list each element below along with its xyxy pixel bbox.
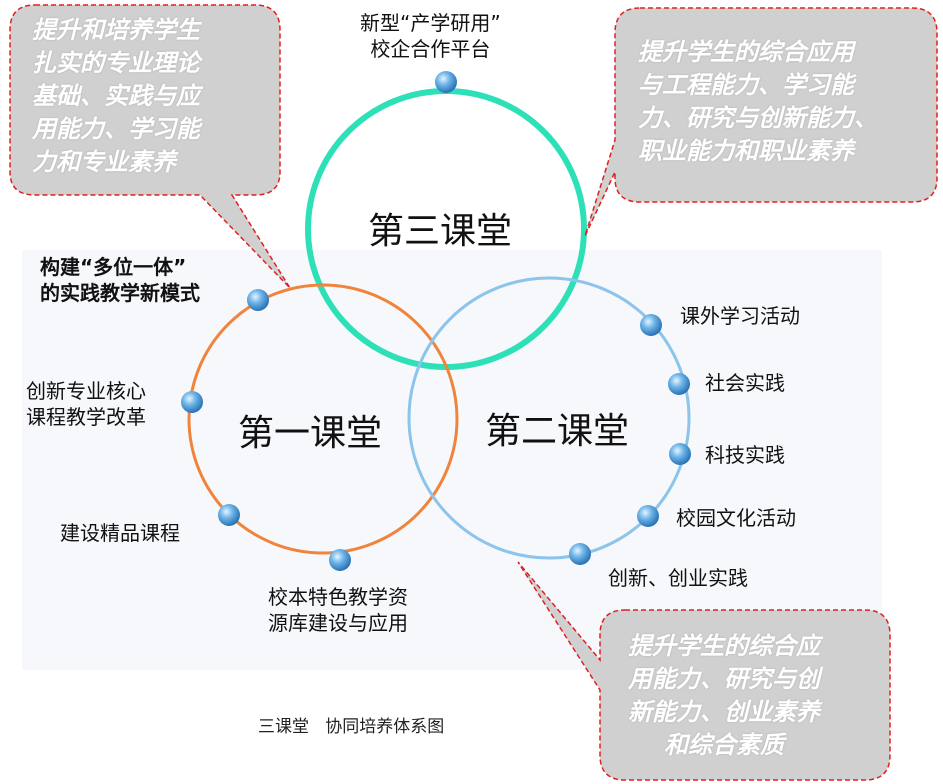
first-item-4-line-2: 源库建设与应用 — [268, 611, 408, 635]
first-item-1-line-1: 构建“多位一体” — [40, 255, 187, 279]
second-item-campus-culture: 校园文化活动 — [676, 506, 796, 530]
callout-tr-line-3: 力、研究与创新能力、 — [638, 104, 878, 132]
second-item-social-practice: 社会实践 — [705, 371, 785, 395]
first-classroom-ring — [187, 283, 459, 555]
callout-bottom-right — [517, 561, 891, 781]
callout-top-right — [584, 7, 938, 237]
callout-tl-line-4: 用能力、学习能 — [32, 115, 200, 143]
first-item-3-line-1: 建设精品课程 — [60, 521, 180, 545]
second-item-tech-practice: 科技实践 — [705, 443, 785, 467]
top-platform-label: 新型“产学研用” 校企合作平台 — [360, 10, 501, 62]
node-second-3 — [669, 443, 691, 465]
second-classroom-title: 第二课堂 — [485, 411, 630, 452]
callout-tr-line-2: 与工程能力、学习能 — [638, 71, 854, 99]
callout-top-left — [9, 4, 291, 289]
callout-br-line-3: 新能力、创业素养 — [628, 698, 820, 726]
first-classroom-title: 第一课堂 — [238, 413, 383, 454]
first-item-2-line-1: 创新专业核心 — [26, 379, 146, 403]
callout-top-left-text: 提升和培养学生 扎实的专业理论 基础、实践与应 用能力、学习能 力和专业素养 — [32, 14, 200, 179]
callout-tl-line-2: 扎实的专业理论 — [32, 49, 200, 77]
callout-bottom-right-text: 提升学生的综合应 用能力、研究与创 新能力、创业素养 和综合素质 — [628, 630, 820, 762]
third-classroom-title: 第三课堂 — [368, 211, 513, 252]
first-item-2-line-2: 课程教学改革 — [26, 405, 146, 429]
callout-br-line-2: 用能力、研究与创 — [628, 665, 820, 693]
first-item-1-line-2: 的实践教学新模式 — [40, 281, 200, 305]
ring-nodes — [181, 71, 691, 571]
callout-top-right-text: 提升学生的综合应用 与工程能力、学习能 力、研究与创新能力、 职业能力和职业素养 — [638, 36, 878, 168]
first-item-resource-library: 校本特色教学资 源库建设与应用 — [268, 584, 408, 636]
first-item-practice-mode: 构建“多位一体” 的实践教学新模式 — [40, 254, 200, 306]
second-classroom-ring — [407, 276, 691, 560]
first-item-core-course-reform: 创新专业核心 课程教学改革 — [26, 378, 146, 430]
top-label-line-1: 新型“产学研用” — [360, 11, 501, 35]
node-second-4 — [637, 505, 659, 527]
second-item-innovation-entrepreneurship: 创新、创业实践 — [608, 566, 748, 590]
callout-tl-line-3: 基础、实践与应 — [32, 82, 200, 110]
node-first-2 — [181, 391, 203, 413]
callout-tl-line-5: 力和专业素养 — [32, 148, 176, 176]
node-second-5 — [569, 543, 591, 565]
first-item-4-line-1: 校本特色教学资 — [268, 585, 408, 609]
first-item-quality-courses: 建设精品课程 — [60, 520, 180, 546]
callout-tl-line-1: 提升和培养学生 — [32, 16, 200, 44]
node-first-4 — [329, 549, 351, 571]
callout-br-line-4: 和综合素质 — [664, 731, 784, 759]
callout-br-line-1: 提升学生的综合应 — [628, 632, 820, 660]
node-first-3 — [218, 504, 240, 526]
node-first-1 — [247, 289, 269, 311]
node-third-top — [435, 71, 457, 93]
figure-caption: 三课堂 协同培养体系图 — [258, 717, 445, 737]
callout-tr-line-4: 职业能力和职业素养 — [638, 137, 854, 165]
node-second-2 — [668, 373, 690, 395]
node-second-1 — [640, 314, 662, 336]
callout-tr-line-1: 提升学生的综合应用 — [638, 38, 854, 66]
top-label-line-2: 校企合作平台 — [370, 37, 491, 61]
second-item-extracurricular: 课外学习活动 — [680, 304, 800, 328]
